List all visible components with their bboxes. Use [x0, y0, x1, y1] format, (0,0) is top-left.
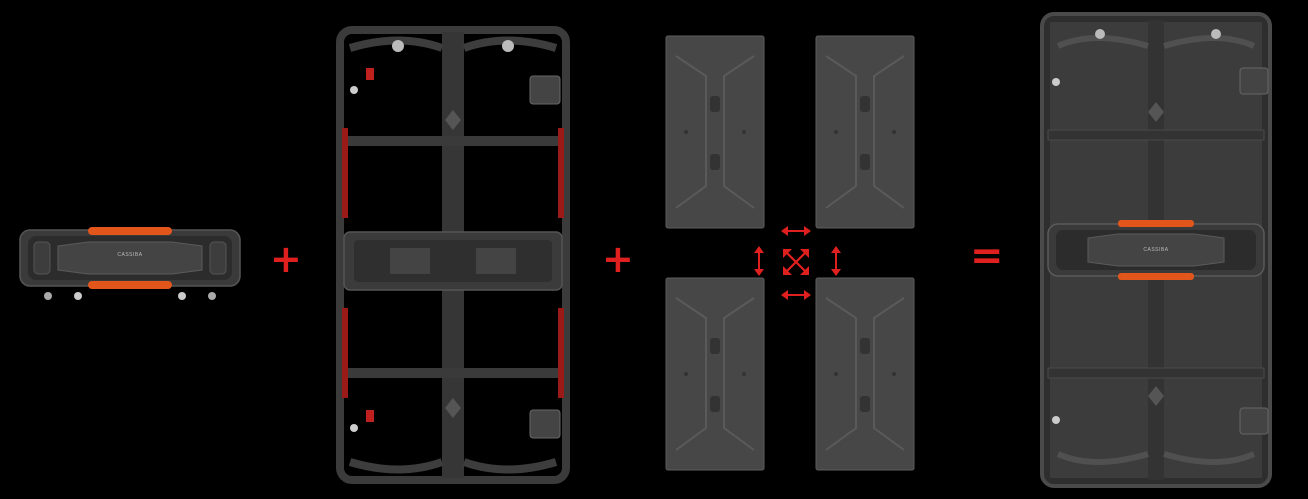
control-box-illustration [18, 224, 242, 302]
double-arrow-vertical-icon [829, 245, 843, 277]
plus-icon: + [270, 240, 302, 278]
assembled-panel-brand: CASSIBA [1138, 247, 1174, 253]
double-arrow-horizontal-icon [780, 288, 812, 302]
assembled-panel: CASSIBA [1034, 6, 1278, 494]
double-arrow-vertical-icon [752, 245, 766, 277]
plus-icon: + [602, 240, 634, 278]
double-arrow-horizontal-icon [780, 224, 812, 238]
equals-icon: = [970, 236, 1004, 276]
cabinet-frame-illustration [330, 18, 576, 492]
control-box-brand: CASSIBA [110, 252, 150, 258]
expand-arrows-icon [781, 247, 811, 277]
control-box: CASSIBA [18, 224, 242, 302]
cabinet-frame [330, 18, 576, 492]
